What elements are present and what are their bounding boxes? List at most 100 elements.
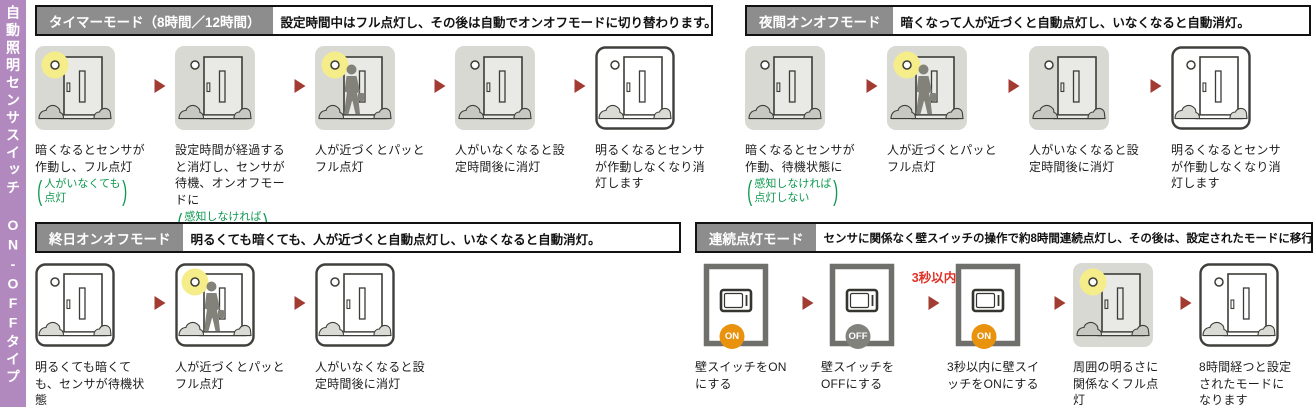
section-timer-mode: タイマーモード（8時間／12時間） 設定時間中はフル点灯し、その後は自動でオンオ… — [35, 5, 717, 239]
door-night-unlit-icon — [1029, 46, 1109, 130]
door-day-unlit-icon — [1199, 263, 1279, 347]
step: 人がいなくなると設定時間後に消灯 — [1029, 46, 1141, 175]
mode-title: 夜間オンオフモード — [747, 7, 893, 34]
arrow-right-icon — [154, 296, 166, 310]
step: 周囲の明るさに関係なくフル点灯 — [1073, 263, 1173, 407]
section-allday-mode: 終日オンオフモード 明るくても暗くても、人が近づくと自動点灯し、いなくなると自動… — [35, 222, 681, 407]
mode-title: 終日オンオフモード — [37, 224, 183, 251]
arrow-cell — [285, 263, 315, 347]
door-night-person-lit-icon — [887, 46, 967, 130]
door-day-unlit-icon — [595, 46, 675, 130]
arrow-cell — [1047, 263, 1073, 347]
mode-header: 終日オンオフモード 明るくても暗くても、人が近づくと自動点灯し、いなくなると自動… — [35, 222, 681, 253]
step-caption: 人が近づくとパッとフル点灯 — [887, 143, 997, 174]
step-caption: 暗くなるとセンサが作動し、フル点灯 — [35, 143, 145, 174]
step-caption: 明るくなるとセンサが作動しなくなり消灯します — [595, 143, 705, 191]
arrow-right-icon — [802, 296, 814, 310]
door-night-unlit-icon — [175, 46, 255, 130]
door-day-person-lit-icon — [175, 263, 255, 347]
step: 8時間経つと設定されたモードになります — [1199, 263, 1299, 407]
arrow-cell — [1173, 263, 1199, 347]
step: 人がいなくなると設定時間後に消灯 — [455, 46, 565, 175]
mode-title: タイマーモード（8時間／12時間） — [37, 7, 273, 34]
step-caption: 壁スイッチをOFFにする — [821, 360, 895, 391]
timing-note: 3秒以内 — [911, 271, 957, 285]
sidebar: 自動照明センサスイッチ ON-OFFタイプ — [0, 0, 26, 407]
step-caption: 明るくなるとセンサが作動しなくなり消灯します — [1171, 143, 1281, 191]
step: 人が近づくとパッとフル点灯 — [175, 263, 285, 392]
mode-description: 明るくても暗くても、人が近づくと自動点灯し、いなくなると自動消灯。 — [190, 232, 601, 247]
door-day-unlit-icon — [1171, 46, 1251, 130]
step-caption: 人が近づくとパッとフル点灯 — [315, 143, 425, 174]
arrow-right-icon — [574, 79, 586, 93]
step-caption: 人がいなくなると設定時間後に消灯 — [455, 143, 565, 174]
door-night-lit-icon — [35, 46, 115, 130]
section-continuous-mode: 連続点灯モード センサに関係なく壁スイッチの操作で約8時間連続点灯し、その後は、… — [695, 222, 1313, 407]
step-caption: 3秒以内に壁スイッチをONにする — [947, 360, 1040, 391]
step-caption: 暗くなるとセンサが作動、待機状態に — [745, 143, 855, 174]
mode-header: 連続点灯モード センサに関係なく壁スイッチの操作で約8時間連続点灯し、その後は、… — [695, 222, 1313, 253]
door-day-unlit-icon — [315, 263, 395, 347]
arrow-cell — [425, 46, 455, 130]
step-caption: 人がいなくなると設定時間後に消灯 — [1029, 143, 1139, 174]
switch-on-badge: ON — [971, 324, 997, 349]
door-day-unlit-icon — [35, 263, 115, 347]
sidebar-title: 自動照明センサスイッチ ON-OFFタイプ — [5, 5, 21, 387]
arrow-cell — [795, 263, 821, 347]
step: 人が近づくとパッとフル点灯 — [887, 46, 999, 175]
step-caption: 人がいなくなると設定時間後に消灯 — [315, 360, 425, 391]
step-caption: 明るくても暗くても、センサが待機状態 — [35, 360, 145, 407]
step: 人がいなくなると設定時間後に消灯 — [315, 263, 425, 392]
step-caption: 設定時間が経過すると消灯し、センサが待機、オンオフモードに — [175, 143, 285, 207]
step: 設定時間が経過すると消灯し、センサが待機、オンオフモードに (感知しなければ 点… — [175, 46, 285, 239]
switch-on-badge: ON — [719, 324, 745, 349]
mode-description: 設定時間中はフル点灯し、その後は自動でオンオフモードに切り替わります。 — [280, 15, 717, 30]
arrow-right-icon — [1150, 79, 1162, 93]
arrow-right-icon — [294, 79, 306, 93]
arrow-cell — [565, 46, 595, 130]
step: OFF 壁スイッチをOFFにする — [821, 263, 921, 392]
mode-title: 連続点灯モード — [697, 224, 816, 251]
mode-header: タイマーモード（8時間／12時間） 設定時間中はフル点灯し、その後は自動でオンオ… — [35, 5, 717, 36]
mode-description: 暗くなって人が近づくと自動点灯し、いなくなると自動消灯。 — [900, 15, 1250, 30]
arrow-right-icon — [1180, 296, 1192, 310]
step: ON 3秒以内に壁スイッチをONにする — [947, 263, 1047, 392]
step: 人が近づくとパッとフル点灯 — [315, 46, 425, 175]
step-note: (感知しなければ 点灯しない) — [747, 175, 839, 207]
step-caption: 人が近づくとパッとフル点灯 — [175, 360, 285, 391]
step: 暗くなるとセンサが作動、待機状態に (感知しなければ 点灯しない) — [745, 46, 857, 206]
arrow-right-icon — [154, 79, 166, 93]
step: 明るくなるとセンサが作動しなくなり消灯します — [595, 46, 705, 192]
arrow-right-icon — [866, 79, 878, 93]
arrow-cell — [145, 46, 175, 130]
switch-off-badge: OFF — [845, 324, 871, 349]
step: 明るくなるとセンサが作動しなくなり消灯します — [1171, 46, 1283, 192]
step-caption: 周囲の明るさに関係なくフル点灯 — [1073, 360, 1159, 407]
step: 明るくても暗くても、センサが待機状態 (感知しなければ 点灯しない) — [35, 263, 145, 407]
step-note: (人がいなくても 点灯) — [37, 175, 128, 207]
arrow-right-icon — [434, 79, 446, 93]
step: 暗くなるとセンサが作動し、フル点灯 (人がいなくても 点灯) — [35, 46, 145, 206]
arrow-cell — [145, 263, 175, 347]
mode-description: センサに関係なく壁スイッチの操作で約8時間連続点灯し、その後は、設定されたモード… — [823, 233, 1313, 245]
step-caption: 壁スイッチをONにする — [695, 360, 787, 391]
step-caption: 8時間経つと設定されたモードになります — [1199, 360, 1292, 407]
arrow-cell: 3秒以内 — [912, 263, 956, 347]
arrow-cell — [857, 46, 887, 130]
door-night-person-lit-icon — [315, 46, 395, 130]
steps-row: 明るくても暗くても、センサが待機状態 (感知しなければ 点灯しない) 人が近づく… — [35, 263, 681, 407]
steps-row: 暗くなるとセンサが作動、待機状態に (感知しなければ 点灯しない) 人が近づくと… — [745, 46, 1311, 206]
door-night-lit-icon — [1073, 263, 1153, 347]
mode-header: 夜間オンオフモード 暗くなって人が近づくと自動点灯し、いなくなると自動消灯。 — [745, 5, 1311, 36]
steps-row: 暗くなるとセンサが作動し、フル点灯 (人がいなくても 点灯) 設定時間が経過する… — [35, 46, 713, 239]
arrow-right-icon — [1008, 79, 1020, 93]
arrow-right-icon — [928, 296, 940, 310]
arrow-cell — [1141, 46, 1171, 130]
steps-row: ON 壁スイッチをONにする OFF 壁スイッチをOFFにする 3秒以内 — [695, 263, 1313, 407]
door-night-unlit-icon — [745, 46, 825, 130]
step: ON 壁スイッチをONにする — [695, 263, 795, 392]
arrow-cell — [999, 46, 1029, 130]
arrow-cell — [285, 46, 315, 130]
section-night-mode: 夜間オンオフモード 暗くなって人が近づくと自動点灯し、いなくなると自動消灯。 暗… — [745, 5, 1311, 206]
